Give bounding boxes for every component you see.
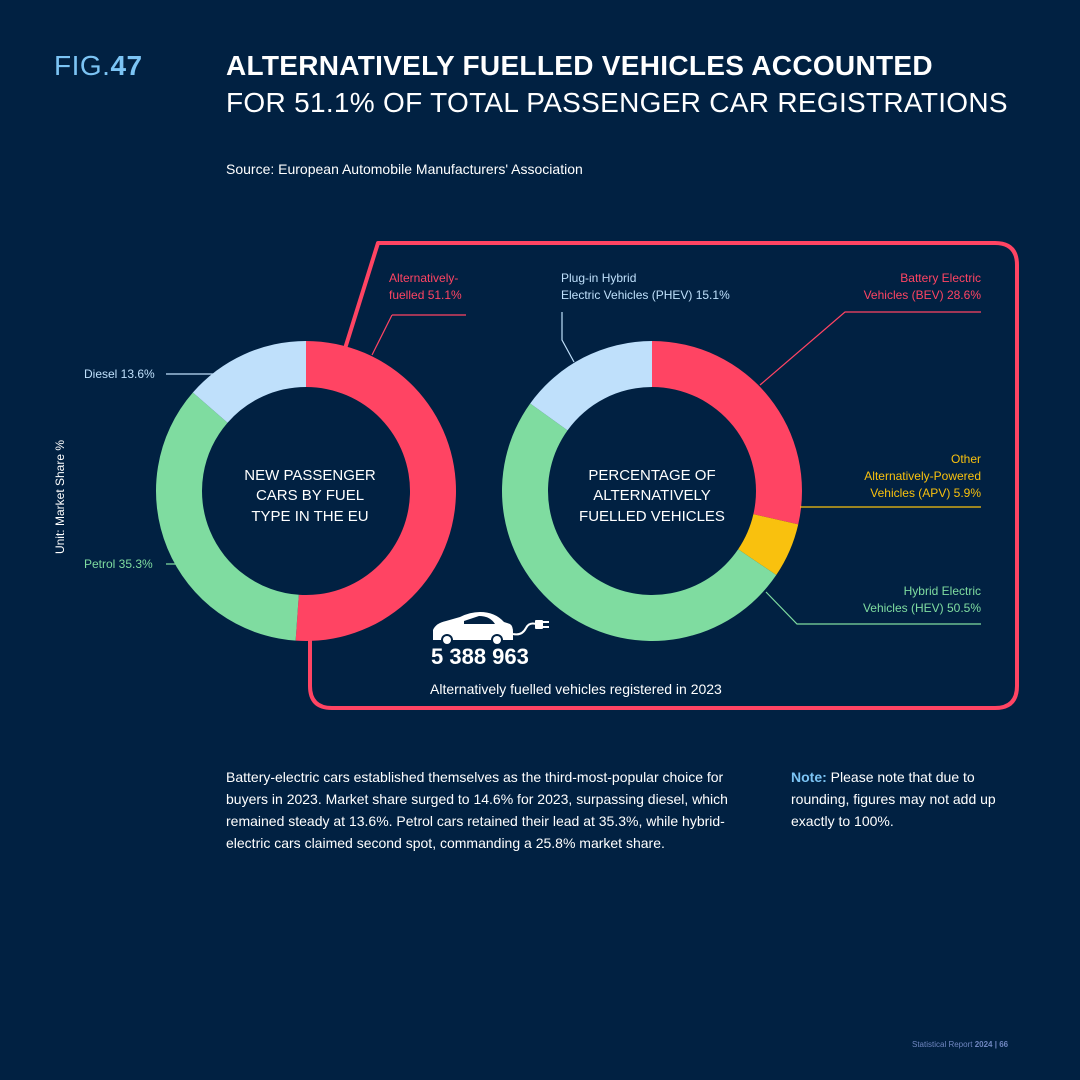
donut-fuel-type [156, 341, 457, 642]
label-petrol: Petrol 35.3% [84, 557, 153, 571]
donut-alt-fuel [501, 341, 803, 642]
callout-count: 5 388 963 [431, 644, 529, 669]
label-alt-fuelled-1: Alternatively- [389, 271, 458, 285]
donut-left-center-line-3: TYPE IN THE EU [251, 508, 368, 525]
footer-page: 66 [999, 1040, 1009, 1049]
figure-number: FIG.47 [54, 50, 143, 82]
donut-right-center-line-2: ALTERNATIVELY [593, 487, 711, 504]
label-alt-fuelled-2: fuelled 51.1% [389, 288, 462, 302]
leader-hev [765, 591, 981, 625]
leader-phev [561, 312, 575, 363]
donut-slice-alternatively-fuelled [295, 341, 457, 642]
page-footer: Statistical Report 2024 | 66 [912, 1040, 1008, 1049]
source-text: Source: European Automobile Manufacturer… [226, 161, 583, 177]
label-bev-1: Battery Electric [900, 271, 981, 285]
title-line-1: ALTERNATIVELY FUELLED VEHICLES ACCOUNTED [226, 50, 933, 81]
label-apv-3: Vehicles (APV) 5.9% [870, 486, 981, 500]
label-hev-2: Vehicles (HEV) 50.5% [863, 601, 981, 615]
electric-car-icon [433, 612, 549, 646]
leader-bev [759, 311, 981, 386]
note-block: Note: Please note that due to rounding, … [791, 766, 1031, 832]
body-paragraph: Battery-electric cars established themse… [226, 769, 728, 851]
donut-slice-other-alternatively-powered-vehicles-apv [738, 514, 799, 576]
callout-outline [308, 241, 1019, 710]
label-phev-1: Plug-in Hybrid [561, 271, 636, 285]
donut-left-center-line-2: CARS BY FUEL [256, 487, 364, 504]
donut-slice-hybrid-electric-vehicles-hev [501, 403, 777, 642]
fig-num: 47 [110, 50, 143, 81]
label-hev-1: Hybrid Electric [904, 584, 981, 598]
donut-left-center-line-1: NEW PASSENGER [244, 467, 376, 484]
label-diesel: Diesel 13.6% [84, 367, 155, 381]
donut-right-center-line-3: FUELLED VEHICLES [579, 508, 725, 525]
donut-slice-petrol [156, 392, 299, 641]
note-label: Note: [791, 769, 827, 785]
footer-report: Statistical Report [912, 1040, 973, 1049]
donut-slice-battery-electric-vehicles-bev [652, 341, 803, 525]
donut-right-center-line-1: PERCENTAGE OF [588, 467, 715, 484]
label-apv-2: Alternatively-Powered [864, 469, 981, 483]
donut-slice-plug-in-hybrid-electric-vehicles-phev [530, 341, 652, 431]
fig-prefix: FIG. [54, 50, 111, 81]
callout-caption: Alternatively fuelled vehicles registere… [430, 681, 722, 697]
label-bev-2: Vehicles (BEV) 28.6% [864, 288, 982, 302]
title-line-2: FOR 51.1% OF TOTAL PASSENGER CAR REGISTR… [226, 87, 1008, 118]
label-apv-1: Other [951, 452, 981, 466]
donut-slice-diesel [192, 341, 306, 423]
footer-year: 2024 [974, 1040, 993, 1049]
label-phev-2: Electric Vehicles (PHEV) 15.1% [561, 288, 730, 302]
footer-separator: | [994, 1040, 997, 1049]
leader-alt-fuelled [371, 314, 393, 356]
note-text: Please note that due to rounding, figure… [791, 769, 996, 829]
